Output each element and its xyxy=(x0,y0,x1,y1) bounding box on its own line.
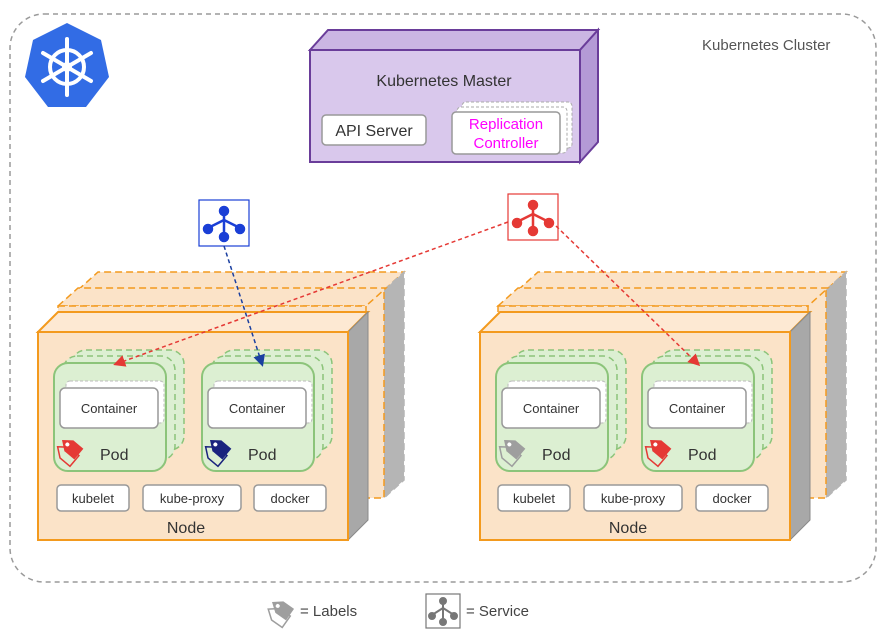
legend-service-text: = Service xyxy=(466,603,529,620)
pod-label: Pod xyxy=(100,447,128,464)
cluster-boundary xyxy=(9,13,877,583)
kube-proxy-label: kube-proxy xyxy=(601,491,666,506)
docker-label: docker xyxy=(712,491,752,506)
node-left: Container Pod Container Pod kubelet kube… xyxy=(35,270,406,542)
service-icon-blue xyxy=(198,199,250,247)
replication-controller-line2: Controller xyxy=(473,135,538,152)
container-box xyxy=(501,387,601,429)
label-tag-icon xyxy=(204,440,232,468)
service-icon-red xyxy=(507,193,559,241)
pod-label: Pod xyxy=(688,447,716,464)
label-tag-icon xyxy=(498,440,526,468)
container-box xyxy=(207,387,307,429)
kube-proxy-label: kube-proxy xyxy=(160,491,225,506)
label-tag-icon xyxy=(644,440,672,468)
kube-proxy-box xyxy=(583,484,683,512)
docker-box xyxy=(695,484,769,512)
replication-controller-box xyxy=(451,111,561,155)
legend-labels-text: = Labels xyxy=(300,603,357,620)
docker-box xyxy=(253,484,327,512)
container-label: Container xyxy=(523,401,580,416)
kubernetes-logo-icon xyxy=(25,23,109,107)
node-label: Node xyxy=(167,520,205,537)
container-box xyxy=(647,387,747,429)
cluster-label: Kubernetes Cluster xyxy=(702,37,830,54)
api-server-label: API Server xyxy=(335,123,413,140)
kubelet-label: kubelet xyxy=(72,491,114,506)
kubernetes-master: Kubernetes Master API Server Replication… xyxy=(307,27,601,165)
master-title: Kubernetes Master xyxy=(376,73,512,90)
label-tag-icon xyxy=(56,440,84,468)
container-label: Container xyxy=(229,401,286,416)
node-label: Node xyxy=(609,520,647,537)
container-box xyxy=(59,387,159,429)
container-label: Container xyxy=(81,401,138,416)
label-tag-icon xyxy=(267,601,295,629)
kubelet-box xyxy=(56,484,130,512)
kubelet-label: kubelet xyxy=(513,491,555,506)
node-right: Container Pod Container Pod kubelet kube… xyxy=(477,270,848,542)
kube-proxy-box xyxy=(142,484,242,512)
legend-service: = Service xyxy=(425,593,529,629)
container-label: Container xyxy=(669,401,726,416)
service-link-red-right xyxy=(555,225,701,367)
kubelet-box xyxy=(497,484,571,512)
docker-label: docker xyxy=(270,491,310,506)
api-server-box xyxy=(321,114,427,146)
pod-label: Pod xyxy=(542,447,570,464)
pod-label: Pod xyxy=(248,447,276,464)
legend-labels: = Labels xyxy=(267,601,357,629)
replication-controller-line1: Replication xyxy=(469,116,543,133)
